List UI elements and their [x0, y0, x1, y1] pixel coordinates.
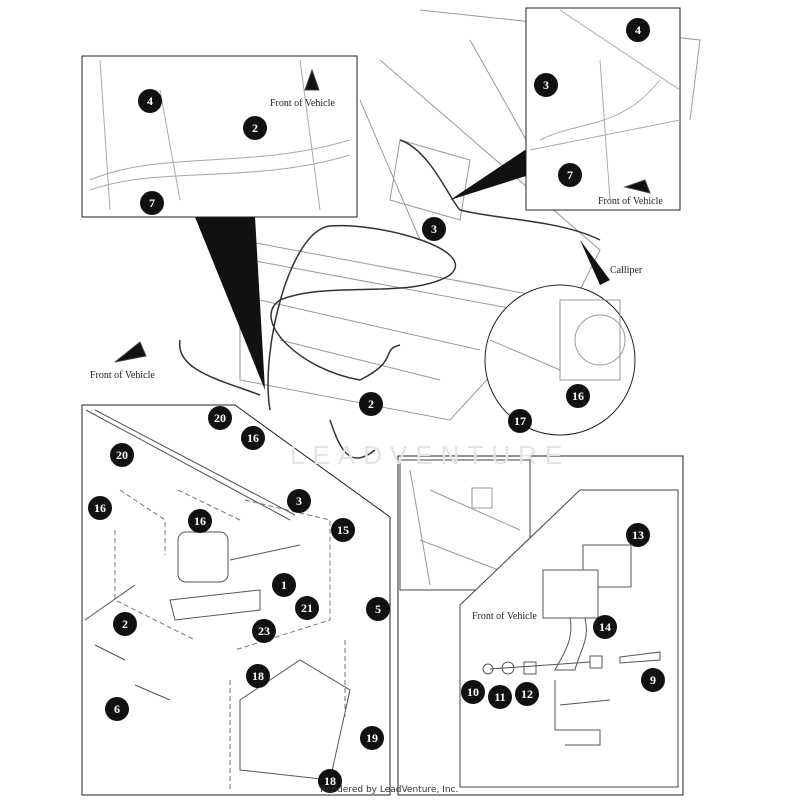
callout-23: 23 [252, 619, 276, 643]
inset-pointer-left [195, 217, 265, 390]
callout-7: 7 [558, 163, 582, 187]
front-of-vehicle-label: Front of Vehicle [90, 370, 155, 381]
panel-master-cylinder [81, 404, 391, 796]
callout-2: 2 [359, 392, 383, 416]
callout-3: 3 [534, 73, 558, 97]
callout-11: 11 [488, 685, 512, 709]
callout-1: 1 [272, 573, 296, 597]
front-of-vehicle-label: Front of Vehicle [472, 611, 537, 622]
callout-16: 16 [241, 426, 265, 450]
callout-4: 4 [138, 89, 162, 113]
front-of-vehicle-label: Front of Vehicle [270, 98, 335, 109]
callout-18: 18 [246, 664, 270, 688]
callout-16: 16 [88, 496, 112, 520]
callout-14: 14 [593, 615, 617, 639]
callout-13: 13 [626, 523, 650, 547]
callout-6: 6 [105, 697, 129, 721]
callout-10: 10 [461, 680, 485, 704]
callout-5: 5 [366, 597, 390, 621]
inset-pointer-right [450, 150, 545, 200]
callout-4: 4 [626, 18, 650, 42]
callout-19: 19 [360, 726, 384, 750]
calliper-pointer [580, 240, 610, 285]
front-arrow-main [114, 341, 147, 363]
front-arrow-top-right [623, 179, 651, 194]
front-of-vehicle-label: Front of Vehicle [598, 196, 663, 207]
callout-15: 15 [331, 518, 355, 542]
chassis-frame [239, 9, 701, 421]
callout-17: 17 [508, 409, 532, 433]
callout-18: 18 [318, 769, 342, 793]
calliper-label: Calliper [610, 265, 643, 276]
callout-3: 3 [287, 489, 311, 513]
callout-20: 20 [208, 406, 232, 430]
front-arrow-top-left [304, 68, 320, 91]
callout-7: 7 [140, 191, 164, 215]
callout-16: 16 [188, 509, 212, 533]
callout-12: 12 [515, 682, 539, 706]
watermark: LEADVENTURE [290, 440, 571, 470]
callout-9: 9 [641, 668, 665, 692]
callout-16: 16 [566, 384, 590, 408]
callout-3: 3 [422, 217, 446, 241]
callout-20: 20 [110, 443, 134, 467]
brake-lines [179, 139, 601, 459]
callout-2: 2 [243, 116, 267, 140]
callout-2: 2 [113, 612, 137, 636]
callout-21: 21 [295, 596, 319, 620]
footer-credit: Rendered by LeadVenture, Inc. [320, 785, 459, 795]
